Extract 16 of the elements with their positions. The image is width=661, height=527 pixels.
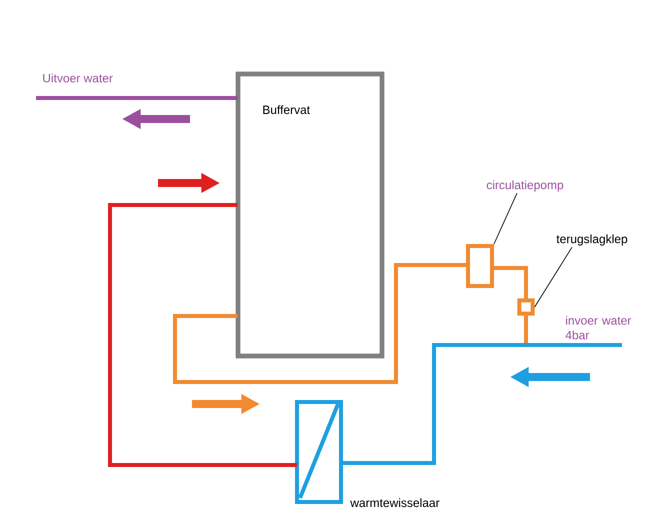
heat-exchanger: warmtewisselaar bbox=[295, 400, 440, 508]
pump-symbol bbox=[466, 244, 494, 288]
valve-symbol bbox=[517, 298, 535, 316]
label-text: terugslagklep bbox=[556, 234, 628, 246]
pipe bbox=[173, 263, 468, 384]
node-label: warmtewisselaar bbox=[350, 498, 440, 508]
label-text: circulatiepomp bbox=[486, 180, 564, 192]
pipe bbox=[36, 96, 238, 100]
label-text: Uitvoer water bbox=[43, 74, 113, 82]
pipe bbox=[492, 266, 528, 300]
pipe bbox=[108, 203, 297, 467]
leader-line bbox=[494, 192, 518, 244]
pipe bbox=[341, 343, 622, 465]
leader-line bbox=[534, 246, 572, 308]
label-text: invoer water 4bar bbox=[566, 316, 632, 340]
tank: Buffervat bbox=[236, 72, 384, 358]
